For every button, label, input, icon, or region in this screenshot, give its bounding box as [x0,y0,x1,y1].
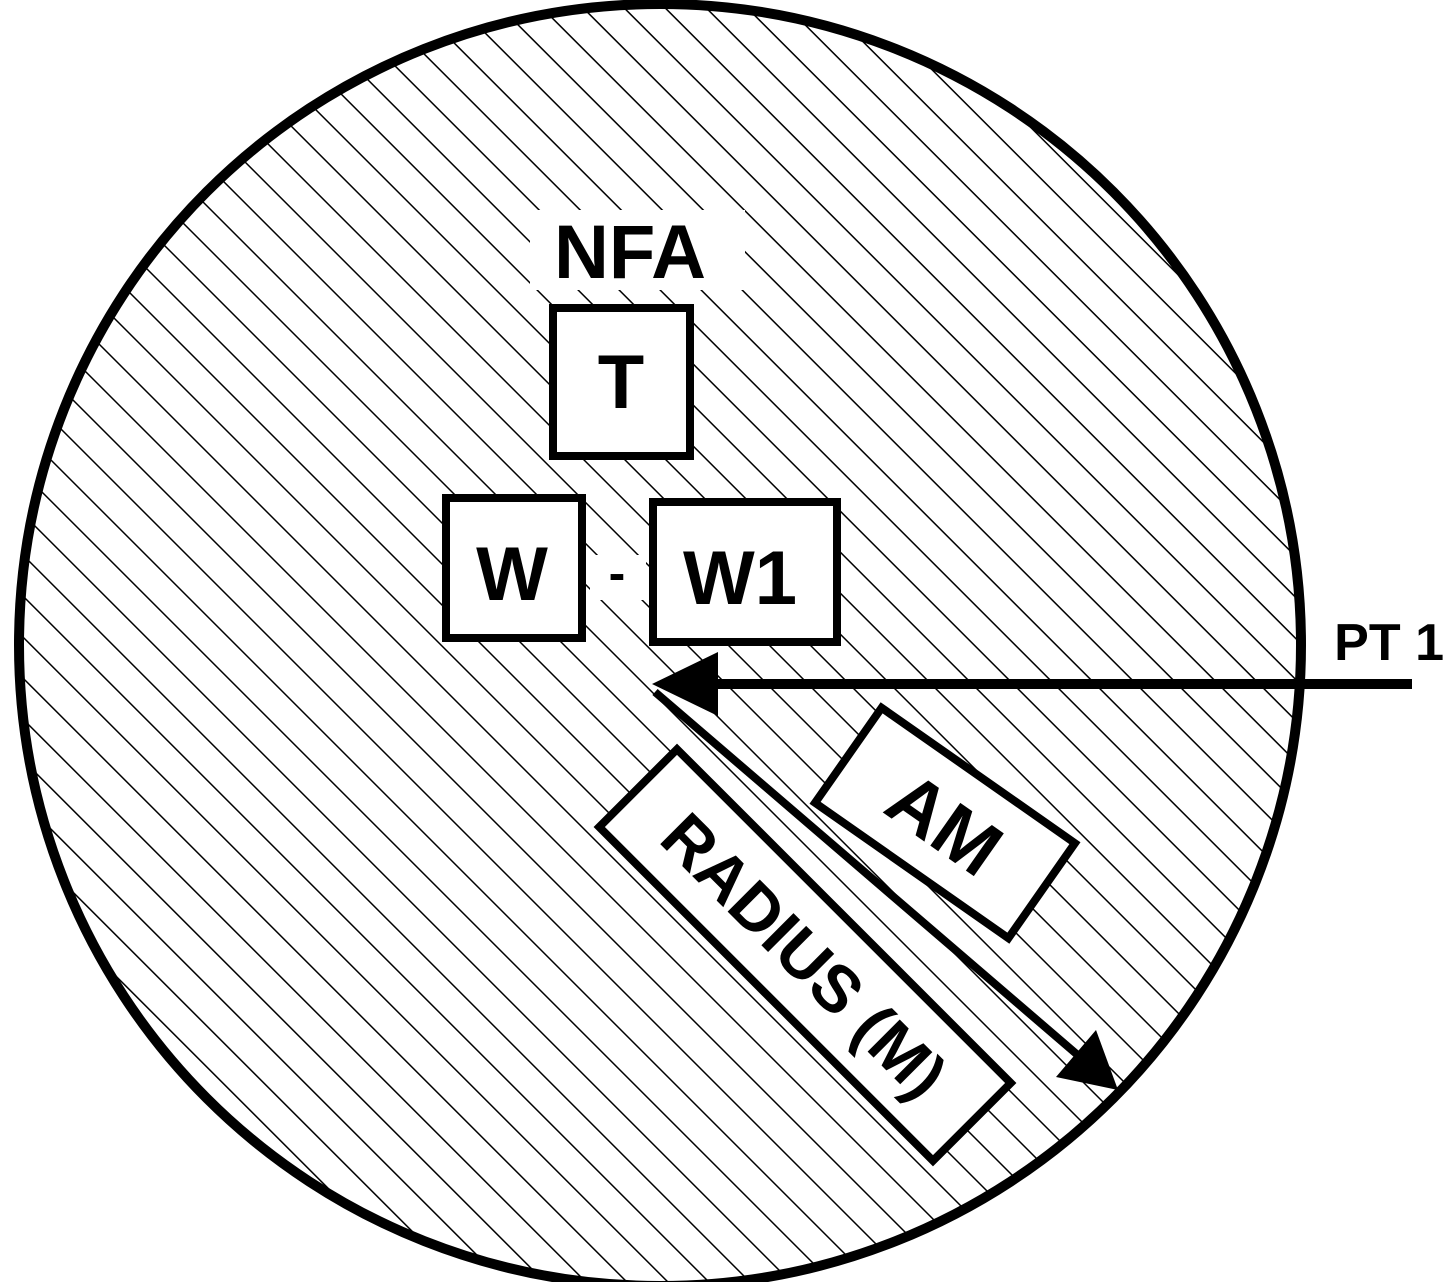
radius-box-frame [593,743,1017,1167]
pt1-arrow [652,652,1412,716]
radius-arrow-head [1056,1030,1118,1090]
nfa-label-background [530,210,745,290]
w-box: W [442,494,586,642]
t-box-frame [549,304,694,460]
w1-box: W1 [649,498,841,646]
pt1-arrow-head [652,652,718,716]
radius-arrow-shaft [652,688,1083,1061]
separator-group: - [590,545,646,601]
w-box-frame [442,494,586,642]
w1-box-frame [649,498,841,646]
circle-outline [14,0,1306,1282]
t-box: T [549,304,694,460]
radius-arrow [652,688,1118,1090]
nfa-label-group: NFA [530,210,745,295]
nfa-label: NFA [554,210,706,295]
w-box-label: W [476,532,548,617]
separator-label: - [609,545,626,601]
separator-background [590,555,646,600]
t-box-label: T [598,340,644,425]
am-box-frame [809,702,1081,944]
pt1-label: PT 1 [1334,614,1444,672]
w1-box-label: W1 [683,536,797,621]
